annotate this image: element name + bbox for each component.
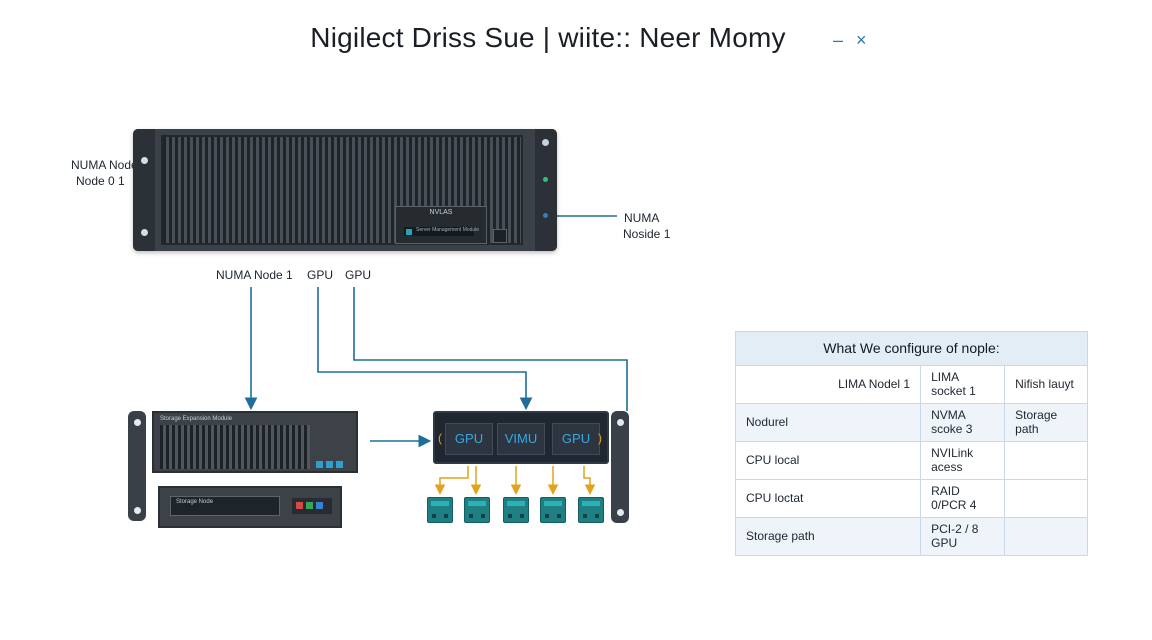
gpu-card[interactable]: GPU <box>552 423 600 455</box>
rack-screw-icon <box>141 157 148 164</box>
table-cell <box>1004 516 1088 557</box>
rack-ear-right <box>535 129 557 251</box>
config-table-title: What We configure of nople: <box>735 331 1088 366</box>
rack-panel-title: NVLAS <box>429 209 453 216</box>
table-cell: LIMA socket 1 <box>920 364 1006 404</box>
wire-module-5 <box>583 466 596 495</box>
rack-panel-display <box>404 227 474 236</box>
table-cell: Storage path <box>1004 402 1088 442</box>
rack-management-panel: NVLAS Server Management Module <box>395 206 487 244</box>
rack-power-button[interactable] <box>493 229 507 243</box>
storage-server-top-unit: Storage Expansion Module <box>152 411 358 473</box>
storage-server-bottom-unit: Storage Node <box>158 486 342 528</box>
numa-node-left-sublabel: Node 0 1 <box>76 174 125 188</box>
table-row: CPU loctat RAID 0/PCR 4 <box>734 478 1088 518</box>
screw-icon <box>134 507 141 514</box>
status-led-icon <box>543 177 548 182</box>
config-table: What We configure of nople: LIMA Nodel 1… <box>734 331 1088 557</box>
table-row: Storage path PCI-2 / 8 GPU <box>734 516 1088 557</box>
wire-module-1 <box>434 466 469 495</box>
memory-module-icon[interactable] <box>427 497 453 523</box>
status-led-icon <box>543 213 548 218</box>
gpu-card[interactable]: GPU <box>445 423 493 455</box>
gpu-bracket-right: ) <box>598 431 602 445</box>
table-cell: RAID 0/PCR 4 <box>920 478 1006 518</box>
table-cell: LIMA Nodel 1 <box>734 364 922 404</box>
numa-node-1-label: NUMA Node 1 <box>216 268 293 282</box>
table-cell: CPU local <box>734 440 922 480</box>
rack-ear-left <box>133 129 155 251</box>
vimu-card[interactable]: VIMU <box>497 423 545 455</box>
table-row: LIMA Nodel 1 LIMA socket 1 Nifish lauyt <box>734 364 1088 404</box>
storage-server-leds <box>316 455 346 473</box>
table-cell: CPU loctat <box>734 478 922 518</box>
rack-screw-icon <box>542 139 549 146</box>
table-cell: Nodurel <box>734 402 922 442</box>
gpu-chassis: ( GPU VIMU GPU ) <box>433 411 609 464</box>
table-cell <box>1004 440 1088 480</box>
storage-port-block <box>292 498 332 514</box>
rack-screw-icon <box>141 229 148 236</box>
rack-server: NVLAS Server Management Module <box>133 129 557 251</box>
numa-node-left-label: NUMA Node <box>71 158 138 172</box>
gpu-label-b: GPU <box>345 268 372 282</box>
storage-server-grille <box>160 425 310 469</box>
wire-gpu-b <box>353 287 628 411</box>
gpu-label-a: GPU <box>307 268 334 282</box>
rack-led-icon <box>406 229 412 235</box>
numa-right-sublabel: Noside 1 <box>623 227 671 241</box>
memory-module-icon[interactable] <box>464 497 490 523</box>
storage-server-label: Storage Expansion Module <box>160 416 233 422</box>
minimize-button[interactable]: – <box>833 30 844 50</box>
storage-slot-label: Storage Node <box>176 499 214 505</box>
table-cell <box>1004 478 1088 518</box>
table-row: Nodurel NVMA scoke 3 Storage path <box>734 402 1088 442</box>
screw-icon <box>134 419 141 426</box>
wire-gpu-a <box>317 287 533 411</box>
memory-module-icon[interactable] <box>503 497 529 523</box>
table-cell: NVMA scoke 3 <box>920 402 1006 442</box>
screw-icon <box>617 509 624 516</box>
storage-drive-slot[interactable]: Storage Node <box>170 496 280 516</box>
storage-server: Storage Expansion Module Storage Node <box>128 411 368 528</box>
gpu-bracket-left: ( <box>438 431 442 445</box>
screw-icon <box>617 419 624 426</box>
gpu-chassis-ear <box>611 411 629 523</box>
table-cell: Storage path <box>734 516 922 557</box>
window-title: Nigilect Driss Sue | wiite:: Neer Momy <box>310 22 786 53</box>
rack-panel-text: Server Management Module <box>416 227 480 233</box>
table-row: CPU local NVILink acess <box>734 440 1088 480</box>
close-button[interactable]: × <box>856 30 867 50</box>
table-cell: NVILink acess <box>920 440 1006 480</box>
memory-module-icon[interactable] <box>578 497 604 523</box>
storage-server-ear <box>128 411 146 521</box>
table-cell: Nifish lauyt <box>1004 364 1088 404</box>
numa-right-label: NUMA <box>624 211 660 225</box>
table-cell: PCI-2 / 8 GPU <box>920 516 1006 557</box>
memory-module-icon[interactable] <box>540 497 566 523</box>
